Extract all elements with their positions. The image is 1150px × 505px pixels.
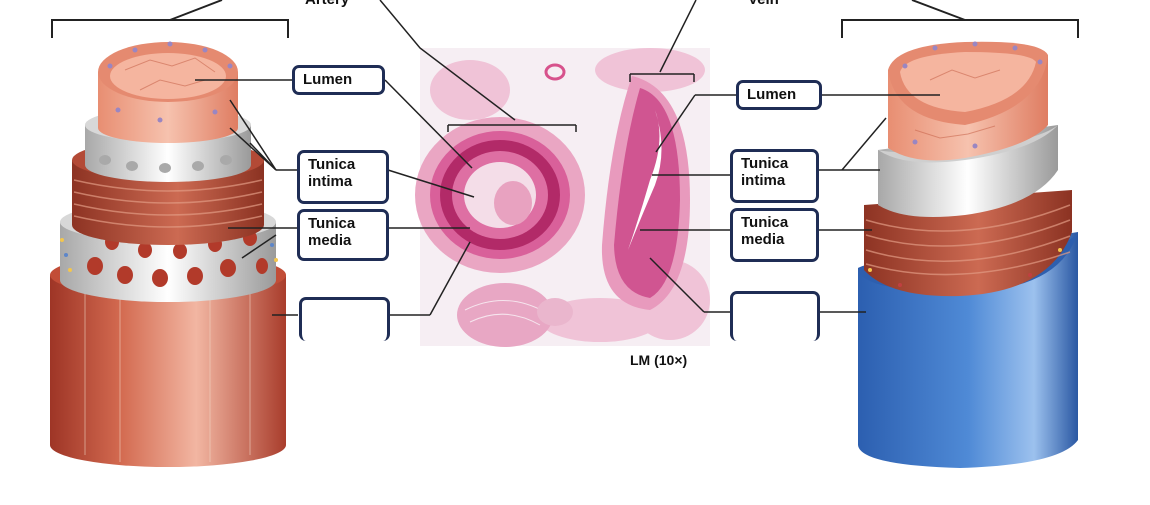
artery-illustration bbox=[50, 41, 286, 467]
artery-lumen-label: Lumen bbox=[292, 65, 385, 95]
artery-bracket bbox=[51, 0, 289, 38]
vein-tunica-media-label: Tunica media bbox=[730, 208, 819, 262]
artery-blank-mask bbox=[296, 341, 393, 351]
vein-heading: Vein bbox=[748, 0, 779, 8]
vein-tunica-intima-label: Tunica intima bbox=[730, 149, 819, 203]
vein-bracket bbox=[841, 0, 1079, 38]
artery-tunica-media-label: Tunica media bbox=[297, 209, 389, 261]
artery-tunica-intima-label: Tunica intima bbox=[297, 150, 389, 204]
micrograph bbox=[415, 48, 710, 347]
vein-blank-mask bbox=[727, 341, 823, 351]
vein-blank-label bbox=[730, 291, 820, 341]
artery-heading: Artery bbox=[305, 0, 349, 8]
artery-blank-label bbox=[299, 297, 390, 341]
vein-lumen-label: Lumen bbox=[736, 80, 822, 110]
micrograph-caption: LM (10×) bbox=[630, 352, 688, 368]
leader-lines bbox=[195, 0, 940, 316]
vein-illustration bbox=[858, 41, 1078, 468]
